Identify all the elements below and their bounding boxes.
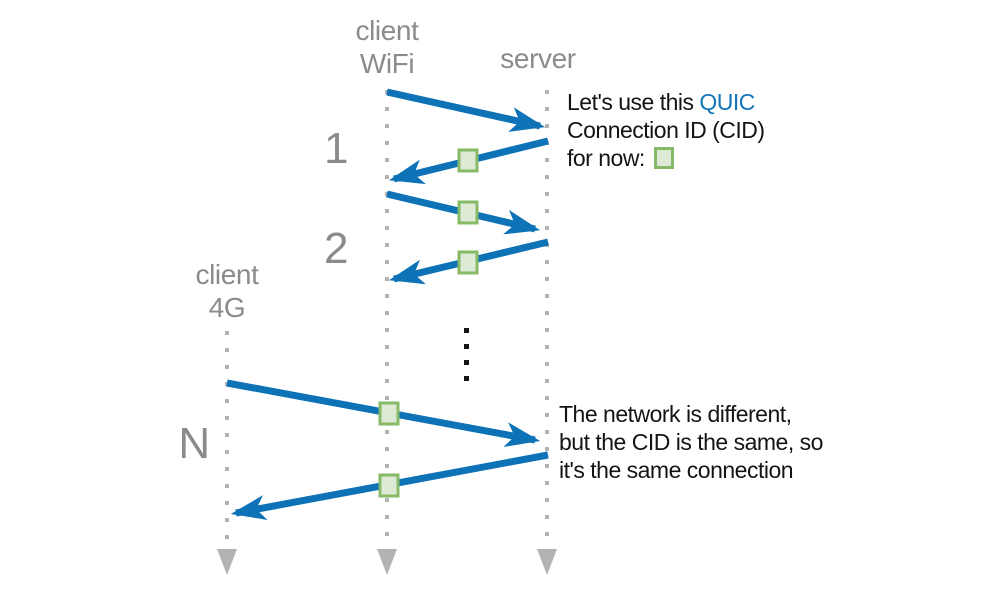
continuation-dots (464, 344, 469, 349)
label-client-4g-line1: client (195, 259, 259, 290)
cid-marker (457, 250, 479, 275)
label-client-4g: client 4G (167, 258, 287, 324)
cid-note-line1-prefix: Let's use this (567, 89, 700, 115)
label-client-wifi-line2: WiFi (359, 48, 415, 79)
label-client-4g-line2: 4G (208, 292, 246, 323)
migration-note-line2: but the CID is the same, so (559, 429, 823, 455)
cid-note-quic-text: QUIC (699, 89, 755, 115)
continuation-dots (464, 360, 469, 365)
label-client-wifi: client WiFi (327, 14, 447, 80)
step-number-n: N (178, 419, 210, 468)
migration-note-line3: it's the same connection (559, 457, 794, 483)
step-number-1: 1 (324, 124, 348, 173)
cid-marker-legend-swatch (653, 147, 674, 169)
cid-marker (457, 200, 479, 225)
cid-note-line3: for now: (567, 144, 765, 172)
label-server: server (478, 42, 598, 75)
label-client-wifi-line1: client (355, 15, 419, 46)
migration-note-line1: The network is different, (559, 401, 792, 427)
cid-marker (457, 148, 479, 173)
lifeline-end-arrow-wifi (377, 549, 397, 575)
cid-note-line3-text: for now: (567, 145, 645, 171)
cid-note-line1: Let's use this QUIC (567, 88, 765, 116)
step-number-2: 2 (324, 224, 348, 273)
cid-note-line2: Connection ID (CID) (567, 117, 765, 143)
label-server-line1: server (500, 43, 576, 74)
continuation-dots (464, 376, 469, 381)
continuation-dots (464, 328, 469, 333)
lifeline-end-arrow-4g (217, 549, 237, 575)
cid-note: Let's use this QUIC Connection ID (CID) … (567, 88, 765, 172)
cid-marker (378, 473, 400, 498)
migration-note: The network is different, but the CID is… (559, 400, 823, 484)
lifeline-end-arrow-server (537, 549, 557, 575)
message-arrow-1-request (386, 88, 546, 132)
cid-marker (378, 401, 400, 426)
